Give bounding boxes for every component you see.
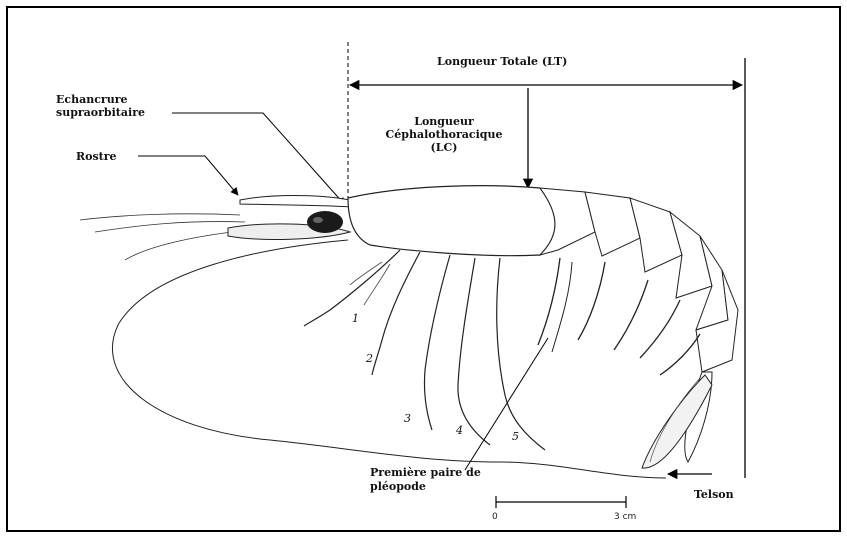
leg-4 [458,258,490,445]
leg-number-2: 2 [366,352,373,365]
echancrure-label-line2: supraorbitaire [56,106,145,119]
premiere-paire-label-line1: Première paire de [370,466,481,479]
pleopod-5 [660,334,700,375]
leg-number-3: 3 [404,412,411,425]
longueur-totale-label: Longueur Totale (LT) [437,55,567,68]
premiere-leader [465,338,548,470]
leg-number-1: 1 [352,312,359,325]
leg-number-4: 4 [456,424,463,437]
pleopod-3 [614,280,648,350]
premiere-paire-label-line2: pléopode [370,480,426,493]
longueur-ceph-label-line3: (LC) [382,141,506,154]
leg-number-5: 5 [512,430,519,443]
longueur-ceph-label-line2: Céphalothoracique [382,128,506,141]
eye [307,211,343,233]
pleopod-2 [578,262,605,340]
rostre-leader [138,156,238,195]
telson-label: Telson [694,488,734,501]
leg-3 [424,255,450,430]
carapace [348,186,555,256]
scale-bar-start-label: 0 [492,512,498,522]
pleopod-1 [538,258,560,345]
antenna-flagellum [112,240,666,478]
rostrum [240,196,352,208]
rostre-label: Rostre [76,150,117,163]
pleopod-4 [640,300,680,358]
scale-bar-end-label: 3 cm [614,512,636,522]
echancrure-label-line1: Echancrure [56,93,128,106]
longueur-ceph-label-line1: Longueur [382,115,506,128]
echancrure-leader [172,113,345,205]
